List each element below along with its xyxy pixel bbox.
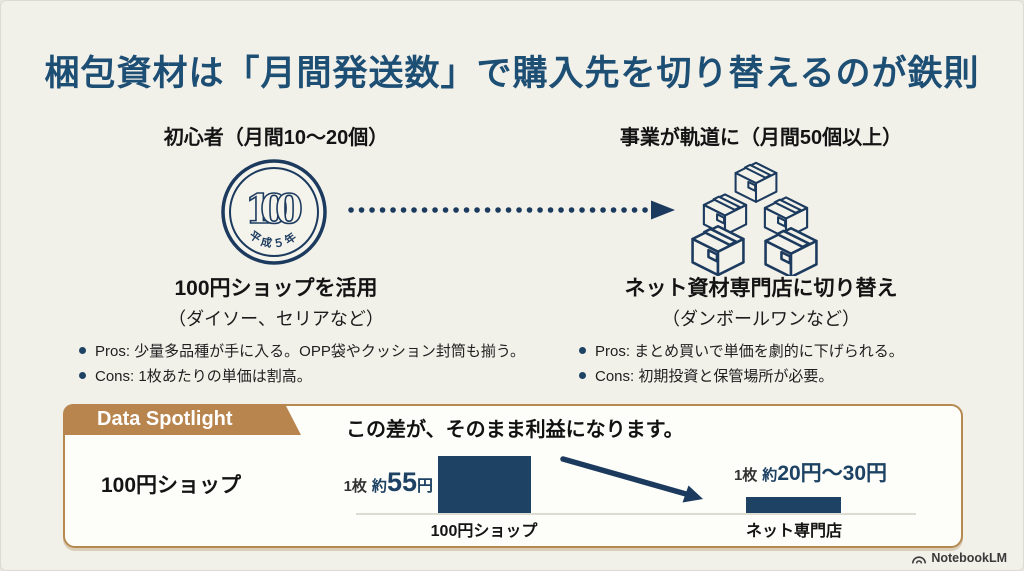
bullet-item: Pros: まとめ買いで単価を劇的に下げられる。 [579, 339, 999, 364]
established-header: 事業が軌道に（月間50個以上） [619, 127, 903, 149]
bar-net-store [746, 497, 841, 513]
cardboard-boxes-icon [681, 151, 831, 279]
beginner-label-main: 100円ショップを活用 [174, 277, 378, 300]
spotlight-heading: この差が、そのまま利益になります。 [346, 419, 684, 441]
beginner-label: 100円ショップを活用 （ダイソー、セリアなど） [41, 272, 511, 331]
notebooklm-logo-icon [912, 555, 927, 564]
bullet-item: Pros: 少量多品種が手に入る。OPP袋やクッション封筒も揃う。 [79, 339, 559, 364]
bullet-dot-icon [579, 372, 586, 379]
established-label-sub: （ダンボールワンなど） [662, 309, 860, 329]
established-label: ネット資材専門店に切り替え （ダンボールワンなど） [546, 272, 976, 331]
bullet-text: Cons: 1枚あたりの単価は割高。 [95, 368, 312, 385]
footer-brand: NotebookLM [911, 551, 1007, 565]
price-approx: 約 [371, 478, 387, 495]
price-qty: 1枚 [343, 478, 367, 495]
bullet-dot-icon [579, 347, 586, 354]
price-approx: 約 [762, 467, 778, 484]
bar-label-100yen-shop: 100円ショップ [430, 523, 538, 540]
100-yen-coin-icon: 100 平成５年 [219, 157, 329, 267]
price-label-100yen-shop: 1枚約55円 [299, 467, 433, 502]
price-amount: 55 [386, 467, 417, 497]
bar-100yen-shop [438, 456, 531, 513]
price-drop-arrow-icon [553, 449, 713, 509]
bullet-dot-icon [79, 347, 86, 354]
spotlight-row-label: 100円ショップ [101, 474, 242, 497]
bullet-text: Pros: まとめ買いで単価を劇的に下げられる。 [595, 343, 904, 360]
established-bullet-list: Pros: まとめ買いで単価を劇的に下げられる。 Cons: 初期投資と保管場所… [579, 339, 999, 389]
bullet-dot-icon [79, 372, 86, 379]
bullet-text: Pros: 少量多品種が手に入る。OPP袋やクッション封筒も揃う。 [95, 343, 525, 360]
beginner-bullet-list: Pros: 少量多品種が手に入る。OPP袋やクッション封筒も揃う。 Cons: … [79, 339, 559, 389]
beginner-label-sub: （ダイソー、セリアなど） [168, 309, 384, 329]
slide-title: 梱包資材は「月間発送数」で購入先を切り替えるのが鉄則 [44, 54, 980, 93]
price-qty: 1枚 [733, 467, 758, 484]
bar-label-net-store: ネット専門店 [745, 523, 842, 540]
svg-text:100: 100 [245, 186, 303, 233]
chart-baseline [356, 513, 916, 515]
bullet-item: Cons: 初期投資と保管場所が必要。 [579, 364, 999, 389]
price-amount: 20円〜30円 [777, 462, 888, 485]
price-unit: 円 [416, 478, 433, 495]
established-label-main: ネット資材専門店に切り替え [624, 277, 898, 300]
footer-brand-text: NotebookLM [931, 551, 1007, 565]
data-spotlight-badge: Data Spotlight [63, 404, 301, 435]
transition-arrow-icon [343, 198, 683, 222]
price-label-net-store: 1枚約20円〜30円 [713, 460, 908, 490]
bullet-item: Cons: 1枚あたりの単価は割高。 [79, 364, 559, 389]
bullet-text: Cons: 初期投資と保管場所が必要。 [595, 368, 834, 385]
beginner-header: 初心者（月間10〜20個） [163, 127, 389, 149]
